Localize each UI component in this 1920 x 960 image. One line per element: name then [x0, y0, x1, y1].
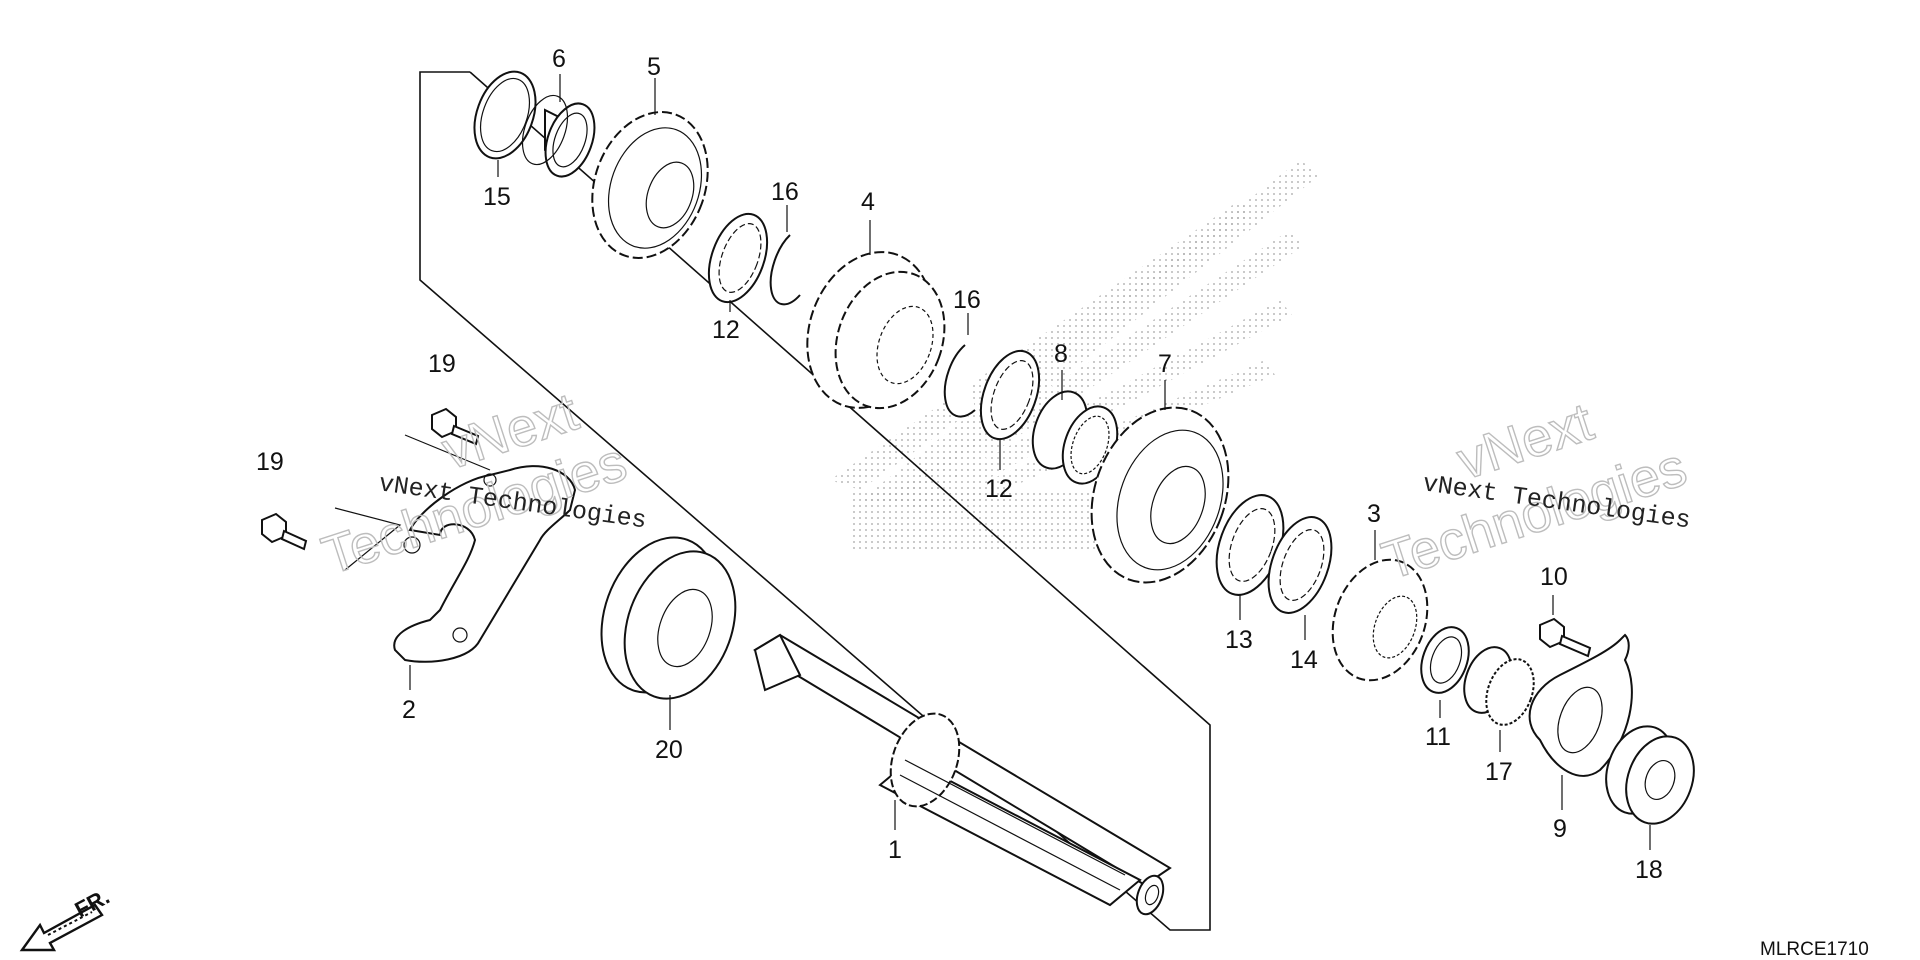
part-12-lock-washer-upper: [707, 212, 769, 304]
callout-3: 3: [1367, 500, 1381, 528]
part-12-lock-washer-lower: [979, 349, 1041, 441]
part-19-bolt-upper: [431, 407, 480, 446]
direction-label: FR.: [71, 884, 114, 923]
part-1-shaft: [753, 633, 1172, 916]
leader-19-lower: [334, 507, 402, 571]
callout-13: 13: [1225, 626, 1253, 654]
callout-20: 20: [655, 736, 683, 764]
part-16-circlip-lower: [943, 344, 976, 418]
callout-1: 1: [888, 836, 902, 864]
callout-16-upper: 16: [771, 178, 799, 206]
part-14-lock-washer: [1267, 516, 1333, 614]
callout-18: 18: [1635, 856, 1663, 884]
front-direction-arrow: FR.: [19, 884, 114, 952]
callout-5: 5: [647, 53, 661, 81]
diagram-code: MLRCE1710: [1760, 939, 1869, 960]
callout-16-lower: 16: [953, 286, 981, 314]
part-19-bolt-lower: [261, 512, 308, 551]
part-18-bearing: [1605, 725, 1695, 825]
assembly-frame: [419, 71, 1211, 931]
part-9-bracket: [1528, 633, 1633, 777]
callout-7: 7: [1158, 350, 1172, 378]
part-5-gear: [591, 111, 709, 259]
callout-4: 4: [861, 188, 875, 216]
part-20-bearing: [600, 536, 737, 700]
callouts: 15 6 5 16 12 4 16 12 8 7 13 14 3 11 17 1…: [256, 45, 1663, 884]
callout-14: 14: [1290, 646, 1318, 674]
callout-12-upper: 12: [712, 316, 740, 344]
part-4-gear: [806, 251, 946, 410]
callout-10: 10: [1540, 563, 1568, 591]
leader-19-upper: [404, 434, 491, 471]
part-11-washer: [1420, 626, 1470, 694]
callout-19-upper: 19: [428, 350, 456, 378]
callout-11: 11: [1425, 723, 1451, 751]
callout-19-lower: 19: [256, 448, 284, 476]
callout-2: 2: [402, 696, 416, 724]
part-17-needle-cage: [1463, 646, 1535, 726]
callout-6: 6: [552, 45, 566, 73]
part-15-ring: [473, 70, 537, 160]
part-7-gear: [1090, 406, 1230, 584]
part-16-circlip-upper: [769, 234, 801, 306]
callout-8: 8: [1054, 340, 1068, 368]
callout-9: 9: [1553, 815, 1567, 843]
part-2-plate: [393, 465, 577, 663]
part-6-bushing: [521, 94, 596, 178]
leader-lines: [409, 74, 1651, 850]
callout-15: 15: [483, 183, 511, 211]
part-3-gear: [1331, 558, 1429, 682]
callout-17: 17: [1485, 758, 1513, 786]
part-10-bolt: [1539, 617, 1592, 658]
callout-12-lower: 12: [985, 475, 1013, 503]
